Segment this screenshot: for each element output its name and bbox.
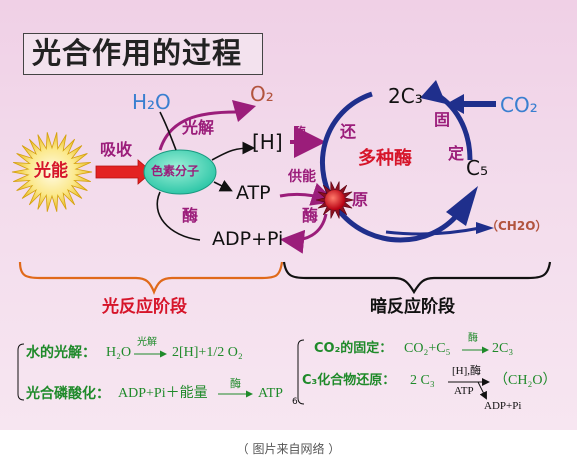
image-caption: （ 图片来自网络 ） <box>236 442 341 456</box>
light-stage-label: 光反应阶段 <box>102 297 187 317</box>
pigment-to-atp-arrow <box>213 179 233 192</box>
h2o-curve <box>159 111 177 151</box>
red-eq-down-arrow <box>477 381 487 400</box>
water-eq-label: 水的光解： <box>26 345 96 361</box>
dark-stage-label: 暗反应阶段 <box>370 297 455 317</box>
dark-enzyme-bottom-label: 酶 <box>302 206 319 225</box>
phos-eq-over: 酶 <box>230 377 241 390</box>
photolysis-label: 光解 <box>182 118 215 137</box>
return-adp-arrow <box>280 213 328 254</box>
energy-supply-label: 供能 <box>288 169 316 185</box>
pigment-molecule <box>143 149 217 195</box>
photolysis-arrow <box>158 110 237 151</box>
phos-eq-lhs: ADP+Pi＋能量 <box>118 386 208 401</box>
fix-eq-over: 酶 <box>468 333 478 344</box>
co2-arrowhead <box>446 94 464 114</box>
co2-label: CO₂ <box>500 93 538 117</box>
pigment-label: 色素分子 <box>151 164 200 178</box>
c5-label: C₅ <box>466 156 488 180</box>
reduce-label-1: 还 <box>340 122 357 141</box>
absorb-label: 吸收 <box>100 140 133 159</box>
dark-enzyme-label: 酶 <box>294 125 307 139</box>
ch2o-label: （CH2O） <box>486 219 548 233</box>
ch2o-arrowhead <box>476 222 494 234</box>
dark-stage-brace <box>282 261 552 295</box>
title-box: 光合作用的过程 <box>23 33 263 75</box>
red-eq-rhs: （CH₂O） <box>494 373 557 388</box>
slide-canvas: 光合作用的过程 <box>0 0 577 430</box>
red-eq-lhs: 2 C₃ <box>410 373 435 388</box>
enzyme-burst-icon <box>315 181 355 219</box>
light-stage-brace <box>18 261 284 295</box>
phos-eq-label: 光合磷酸化： <box>26 386 110 402</box>
o2-label: O₂ <box>250 82 274 106</box>
right-equation-bracket <box>297 339 305 405</box>
red-eq-byproduct: ADP+Pi <box>484 400 522 412</box>
page-title: 光合作用的过程 <box>32 36 243 70</box>
phos-eq-rhs: ATP <box>258 386 283 401</box>
water-eq-lhs: H₂O <box>106 345 132 360</box>
light-enzyme-label: 酶 <box>182 206 199 225</box>
fix-eq-label: CO₂的固定： <box>314 341 393 356</box>
red-eq-label: C₃化合物还原： <box>302 373 396 388</box>
h2o-label: H₂O <box>132 90 171 114</box>
cycle-arrowhead-top <box>420 80 446 104</box>
pigment-to-h-arrow <box>211 141 256 161</box>
calvin-cycle-arc <box>320 91 460 243</box>
adp-cycle-curve <box>156 191 201 241</box>
fix-eq-lhs: CO₂+C₅ <box>404 341 451 356</box>
water-eq-rhs: 2[H]+1/2 O₂ <box>172 345 243 360</box>
sun-burst-icon <box>11 132 93 212</box>
multi-enzyme-label: 多种酶 <box>358 148 412 169</box>
fix-eq-rhs: 2C₃ <box>492 341 514 356</box>
h-label: [H] <box>252 130 283 154</box>
reduce-label-2: 原 <box>352 190 369 209</box>
o2-arrow-head <box>232 100 256 122</box>
red-eq-under: ATP <box>454 385 474 397</box>
diagram-graphics <box>11 80 552 405</box>
fix-label-2: 定 <box>448 144 465 163</box>
atp-label: ATP <box>236 182 271 204</box>
ch2o-output-arrow <box>385 226 481 236</box>
left-equation-bracket <box>17 343 25 401</box>
water-eq-over: 光解 <box>137 337 157 348</box>
red-eq-over: [H],酶 <box>452 365 482 377</box>
stray-mark: 6 <box>292 397 298 407</box>
fix-label-1: 固 <box>434 110 451 129</box>
adp-pi-label: ADP+Pi <box>212 228 284 250</box>
light-energy-label: 光能 <box>34 161 68 181</box>
cycle-arrowhead-bottom <box>446 186 478 226</box>
c3-label: 2C₃ <box>388 84 423 108</box>
